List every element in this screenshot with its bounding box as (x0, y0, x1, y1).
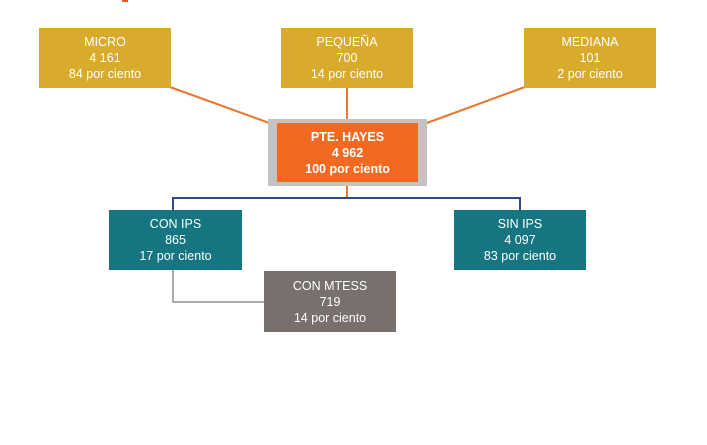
central-share: 100 por ciento (305, 161, 390, 176)
pequena-node: PEQUEÑA 700 14 por ciento (281, 28, 413, 88)
con-mtess-node: CON MTESS 719 14 por ciento (264, 271, 396, 332)
con-ips-share: 17 por ciento (139, 249, 212, 263)
micro-value: 4 161 (89, 51, 121, 65)
micro-node: MICRO 4 161 84 por ciento (39, 28, 171, 88)
sin-ips-node: SIN IPS 4 097 83 por ciento (454, 210, 586, 270)
con-mtess-value: 719 (319, 294, 341, 309)
central-value: 4 962 (331, 145, 364, 160)
micro-share: 84 por ciento (68, 67, 142, 81)
mediana-title: MEDIANA (561, 35, 619, 49)
connector-micro-central (169, 86, 273, 125)
mediana-value: 101 (579, 51, 601, 65)
con-mtess-title: CON MTESS (292, 278, 368, 293)
sin-ips-value: 4 097 (504, 233, 536, 247)
central-node: PTE. HAYES 4 962 100 por ciento (277, 123, 418, 182)
mediana-node: MEDIANA 101 2 por ciento (524, 28, 656, 88)
pequena-title: PEQUEÑA (316, 35, 378, 49)
con-mtess-share: 14 por ciento (293, 310, 367, 325)
connector-mediana-central (423, 86, 526, 125)
central-title: PTE. HAYES (310, 129, 385, 144)
pequena-share: 14 por ciento (310, 67, 384, 81)
connector-ips-mtess (172, 270, 265, 303)
sin-ips-title: SIN IPS (497, 217, 543, 231)
con-ips-title: CON IPS (149, 217, 202, 231)
top-edge-mark (122, 0, 128, 2)
mediana-share: 2 por ciento (557, 67, 623, 81)
con-ips-value: 865 (165, 233, 186, 247)
micro-title: MICRO (84, 35, 126, 49)
connector-ips-branch (172, 197, 521, 210)
sin-ips-share: 83 por ciento (483, 249, 557, 263)
con-ips-node: CON IPS 865 17 por ciento (109, 210, 242, 270)
pequena-value: 700 (336, 51, 358, 65)
